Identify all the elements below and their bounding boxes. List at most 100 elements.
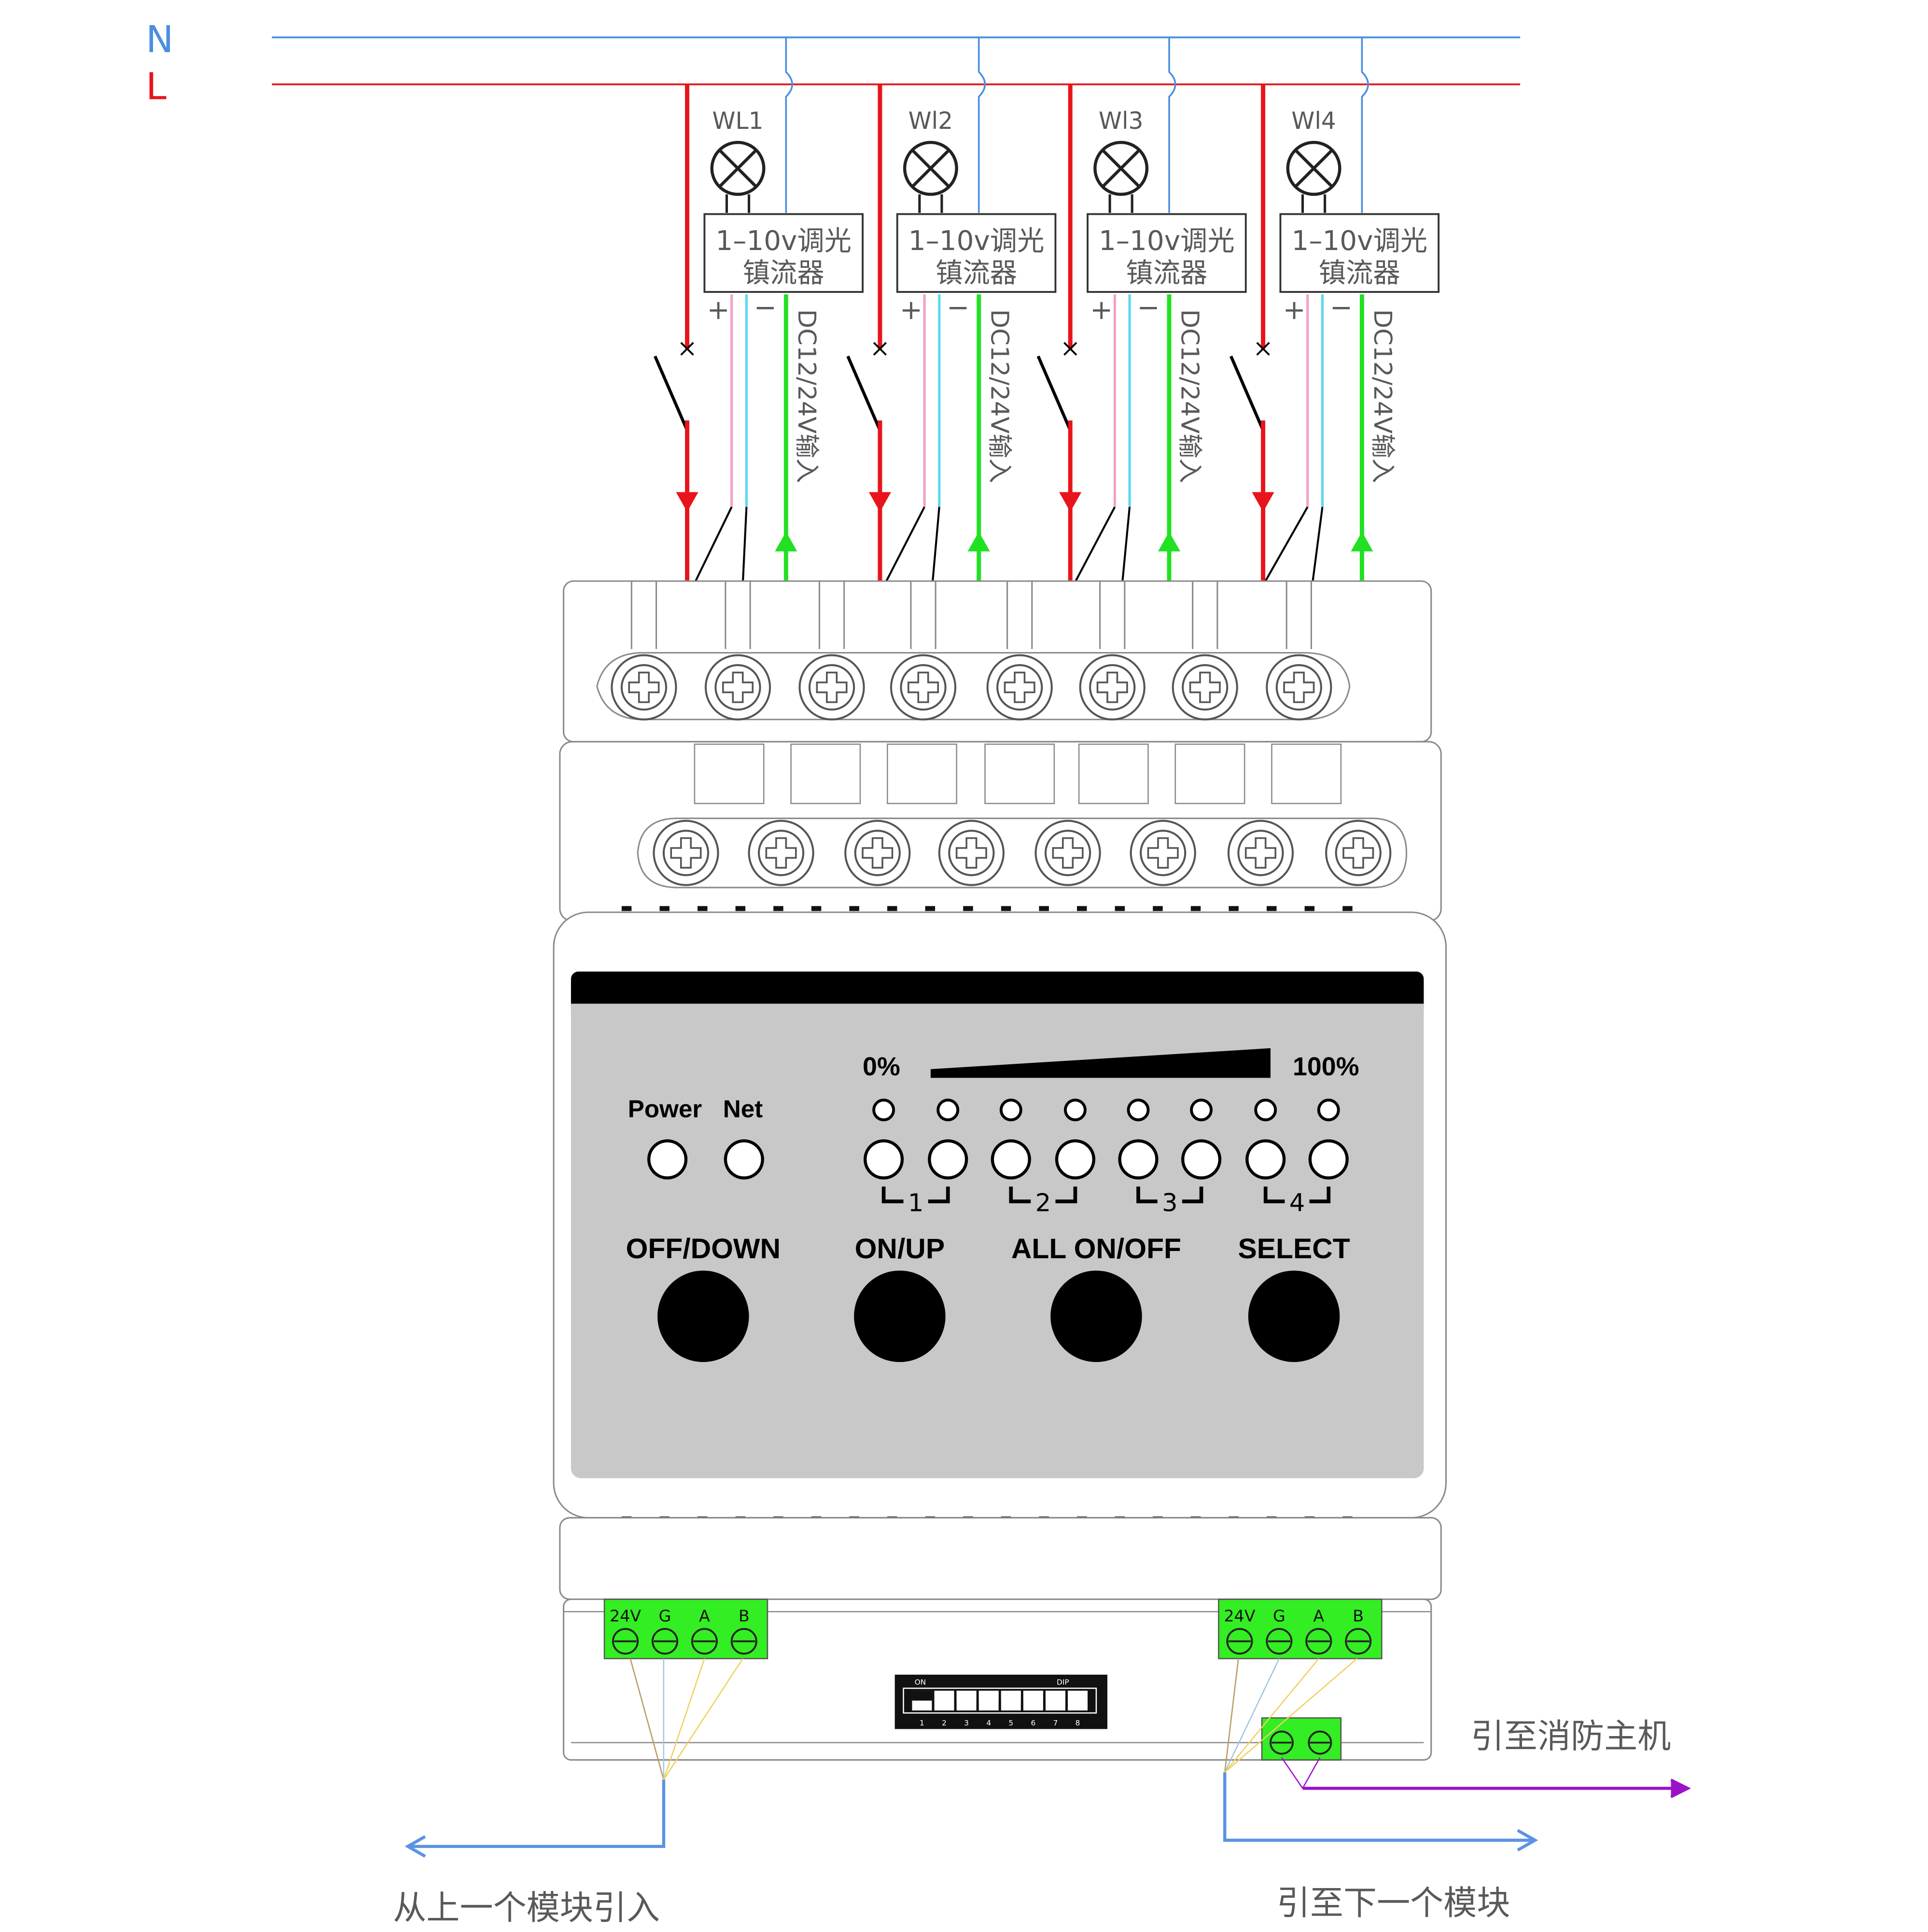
lamp-label: WL1 bbox=[712, 108, 763, 135]
screw-slot bbox=[1052, 837, 1084, 869]
switch-contact bbox=[680, 342, 694, 356]
dip-lever bbox=[912, 1691, 932, 1701]
channel-bracket bbox=[881, 1186, 904, 1204]
level-led bbox=[1317, 1098, 1340, 1122]
ballast-plus: + bbox=[707, 294, 729, 326]
dimming-scale-wedge bbox=[930, 1048, 1271, 1078]
caption-from-previous-module: 从上一个模块引入 bbox=[393, 1889, 660, 1928]
select-label: SELECT bbox=[1238, 1233, 1350, 1265]
channel-led bbox=[1181, 1139, 1222, 1180]
lamp-cross bbox=[1294, 149, 1334, 188]
lower-slot bbox=[984, 743, 1055, 805]
dip-lever bbox=[1023, 1691, 1043, 1701]
neutral-label: N bbox=[146, 18, 173, 61]
vent-tick bbox=[1267, 906, 1277, 911]
channel-led bbox=[928, 1139, 968, 1180]
vent-tick bbox=[1115, 906, 1125, 911]
upper-slot bbox=[1006, 581, 1033, 649]
screw-slot bbox=[862, 837, 894, 869]
dip-lever bbox=[934, 1691, 954, 1701]
supply-lines: N L bbox=[146, 18, 1521, 108]
off-down-button[interactable] bbox=[657, 1270, 749, 1362]
scale-min-label: 0% bbox=[863, 1052, 900, 1081]
screw-slot bbox=[1147, 837, 1179, 869]
vent-tick bbox=[1304, 906, 1315, 911]
upper-slot bbox=[818, 581, 845, 649]
dip-number: 7 bbox=[1053, 1719, 1058, 1727]
switch-blade bbox=[1229, 355, 1265, 431]
off-down-label: OFF/DOWN bbox=[626, 1233, 781, 1265]
ballast-label-line2: 镇流器 bbox=[743, 257, 824, 289]
screw-slot bbox=[816, 671, 848, 703]
lamp-leads bbox=[1301, 194, 1327, 213]
dip-label: DIP bbox=[1057, 1678, 1069, 1686]
dip-number: 4 bbox=[986, 1719, 991, 1727]
power-led bbox=[647, 1139, 688, 1180]
lower-terminal-strip bbox=[637, 818, 1408, 889]
ballast-box bbox=[1279, 213, 1440, 293]
screw-slot bbox=[1189, 671, 1221, 703]
bus-terminal-label: B bbox=[1353, 1607, 1364, 1626]
channel-led bbox=[1245, 1139, 1286, 1180]
lamp-cross bbox=[911, 149, 950, 188]
on-up-button[interactable] bbox=[854, 1270, 946, 1362]
switch-contact bbox=[873, 342, 887, 356]
screw-slot bbox=[765, 837, 797, 869]
upper-slot bbox=[1285, 581, 1312, 649]
lamp-cross bbox=[1101, 149, 1141, 188]
channel-bracket bbox=[1182, 1186, 1203, 1204]
dip-lever bbox=[1045, 1691, 1065, 1701]
ballast-box bbox=[1087, 213, 1247, 293]
switch-blade bbox=[1036, 355, 1072, 431]
vent-tick bbox=[1077, 906, 1087, 911]
switch-blade bbox=[653, 355, 689, 431]
ballast-label-line2: 镇流器 bbox=[936, 257, 1017, 289]
bus-screw-icon bbox=[691, 1628, 718, 1655]
neutral-drop bbox=[785, 37, 793, 213]
all-on-off-button[interactable] bbox=[1050, 1270, 1142, 1362]
channel-led bbox=[991, 1139, 1031, 1180]
ballast-plus: + bbox=[900, 294, 922, 326]
dc-arrow bbox=[1351, 531, 1373, 552]
lower-slot bbox=[1078, 743, 1149, 805]
dip-lever bbox=[978, 1691, 999, 1701]
dip-lever bbox=[956, 1691, 977, 1701]
ballast-plus: + bbox=[1283, 294, 1306, 326]
dip-lever bbox=[1001, 1691, 1021, 1701]
net-led bbox=[724, 1139, 764, 1180]
dip-number: 3 bbox=[964, 1719, 969, 1727]
lamp-leads bbox=[918, 194, 943, 213]
dc-arrow bbox=[775, 531, 797, 552]
dc-input-label: DC12/24V输入 bbox=[1175, 309, 1204, 483]
vent-tick bbox=[963, 906, 973, 911]
ballast-box bbox=[703, 213, 864, 293]
upper-slot bbox=[1192, 581, 1218, 649]
channel-bracket bbox=[1009, 1186, 1031, 1204]
dip-number: 2 bbox=[942, 1719, 947, 1727]
upper-terminal-strip bbox=[596, 652, 1351, 721]
channel-number: 2 bbox=[1035, 1189, 1051, 1218]
ballast-box bbox=[896, 213, 1057, 293]
vent-tick bbox=[1153, 906, 1163, 911]
ballast-label-line2: 镇流器 bbox=[1319, 257, 1400, 289]
vent-tick bbox=[849, 906, 859, 911]
select-button[interactable] bbox=[1248, 1270, 1340, 1362]
lower-slot bbox=[1174, 743, 1245, 805]
dc-arrow bbox=[1158, 531, 1181, 552]
module-body bbox=[553, 580, 1447, 1761]
screw-slot bbox=[628, 671, 660, 703]
bus-terminal-label: 24V bbox=[1224, 1607, 1255, 1626]
screw-slot bbox=[722, 671, 754, 703]
dip-number: 8 bbox=[1076, 1719, 1080, 1727]
dip-number: 6 bbox=[1031, 1719, 1035, 1727]
level-led bbox=[936, 1098, 960, 1122]
bus-screw-icon bbox=[730, 1628, 757, 1655]
on-up-label: ON/UP bbox=[855, 1233, 945, 1265]
net-label: Net bbox=[723, 1095, 763, 1123]
